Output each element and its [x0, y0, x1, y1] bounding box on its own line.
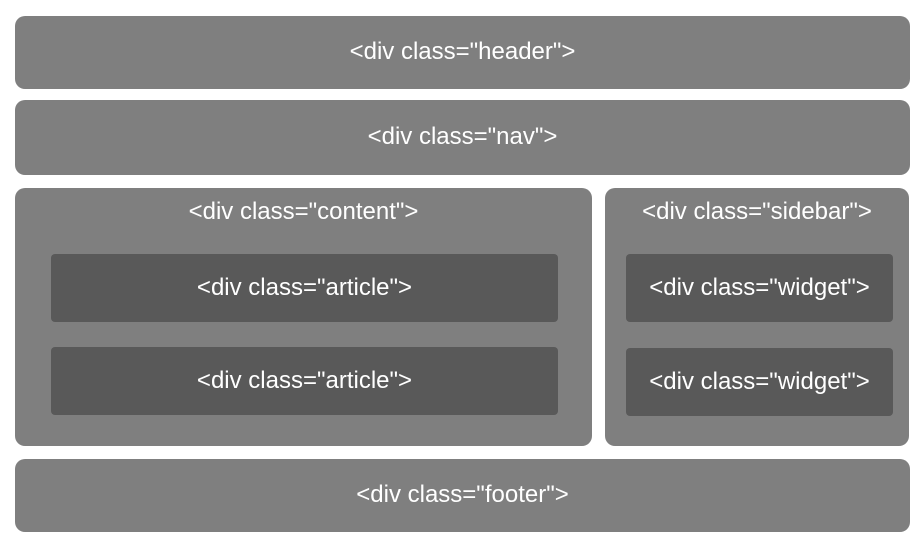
content-box: <div class="content"> <div class="articl…: [15, 188, 592, 446]
article-box-label: <div class="article">: [196, 273, 413, 301]
nav-box-label: <div class="nav">: [367, 123, 558, 151]
header-box-label: <div class="header">: [349, 38, 576, 66]
widget-box-label: <div class="widget">: [649, 273, 870, 301]
footer-box-label: <div class="footer">: [356, 481, 569, 509]
header-box: <div class="header">: [15, 16, 910, 89]
footer-box: <div class="footer">: [15, 459, 910, 532]
article-box-label: <div class="article">: [196, 366, 413, 394]
sidebar-box: <div class="sidebar"> <div class="widget…: [605, 188, 909, 446]
content-box-label: <div class="content">: [188, 198, 419, 225]
sidebar-box-label: <div class="sidebar">: [642, 198, 872, 225]
article-box: <div class="article">: [51, 254, 558, 322]
widget-box: <div class="widget">: [626, 254, 893, 322]
article-box: <div class="article">: [51, 347, 558, 415]
widget-box: <div class="widget">: [626, 348, 893, 416]
widget-box-label: <div class="widget">: [649, 367, 870, 395]
nav-box: <div class="nav">: [15, 100, 910, 175]
